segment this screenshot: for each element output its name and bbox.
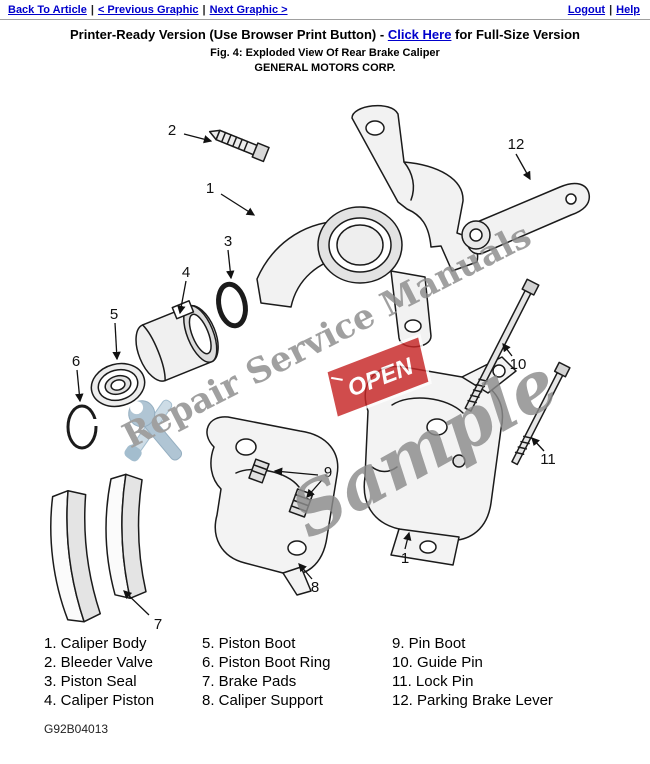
link-logout[interactable]: Logout bbox=[567, 4, 606, 16]
lock-pin-drawing bbox=[511, 361, 571, 466]
legend-item: 7. Brake Pads bbox=[202, 673, 297, 690]
callout-8: 8 bbox=[311, 579, 319, 596]
figure-caption: Fig. 4: Exploded View Of Rear Brake Cali… bbox=[210, 47, 440, 59]
legend-column-3: 9. Pin Boot 10. Guide Pin 11. Lock Pin 1… bbox=[392, 634, 553, 710]
separator: | bbox=[202, 4, 206, 16]
link-back-to-article[interactable]: Back To Article bbox=[8, 4, 87, 16]
brake-pads-drawing bbox=[50, 473, 147, 623]
legend-item: 5. Piston Boot bbox=[202, 635, 296, 652]
legend-column-1: 1. Caliper Body 2. Bleeder Valve 3. Pist… bbox=[44, 634, 202, 710]
callout-9: 9 bbox=[324, 464, 332, 481]
callout-1: 1 bbox=[206, 180, 214, 197]
link-previous-graphic[interactable]: < Previous Graphic bbox=[97, 4, 199, 16]
wrench-tool-icon bbox=[124, 399, 183, 462]
legend-item: 8. Caliper Support bbox=[202, 692, 323, 709]
divider bbox=[0, 19, 650, 20]
link-help[interactable]: Help bbox=[616, 4, 640, 16]
link-full-size-version[interactable]: Click Here bbox=[387, 27, 452, 42]
legend-item: 1. Caliper Body bbox=[44, 635, 147, 652]
piston-seal-drawing bbox=[216, 281, 248, 329]
exploded-view-diagram: 2 1 12 3 4 5 6 9 10 11 8 7 1 Repair Serv… bbox=[50, 104, 591, 633]
callout-5: 5 bbox=[110, 306, 118, 323]
callout-7: 7 bbox=[154, 616, 162, 633]
piston-boot-drawing bbox=[90, 362, 146, 408]
bleeder-valve-drawing bbox=[208, 129, 270, 163]
legend: 1. Caliper Body 2. Bleeder Valve 3. Pist… bbox=[0, 634, 650, 710]
leader-lines bbox=[75, 133, 545, 616]
separator: | bbox=[90, 4, 94, 16]
callout-11: 11 bbox=[540, 451, 556, 468]
callout-6: 6 bbox=[72, 353, 80, 370]
legend-item: 2. Bleeder Valve bbox=[44, 654, 153, 671]
legend-column-2: 5. Piston Boot 6. Piston Boot Ring 7. Br… bbox=[202, 634, 392, 710]
legend-item: 11. Lock Pin bbox=[392, 673, 474, 690]
nav-left: Back To Article|< Previous Graphic|Next … bbox=[8, 4, 288, 16]
top-nav: Back To Article|< Previous Graphic|Next … bbox=[0, 0, 650, 19]
legend-item: 6. Piston Boot Ring bbox=[202, 654, 331, 671]
separator: | bbox=[609, 4, 613, 16]
callout-3: 3 bbox=[224, 233, 232, 250]
legend-item: 4. Caliper Piston bbox=[44, 692, 155, 709]
callout-2: 2 bbox=[168, 122, 176, 139]
callout-10: 10 bbox=[510, 356, 527, 373]
legend-item: 9. Pin Boot bbox=[392, 635, 466, 652]
caliper-body-drawing bbox=[256, 104, 479, 348]
printer-ready-line: Printer-Ready Version (Use Browser Print… bbox=[0, 27, 650, 42]
legend-item: 10. Guide Pin bbox=[392, 654, 483, 671]
printer-ready-text: Printer-Ready Version (Use Browser Print… bbox=[69, 27, 388, 42]
callout-numbers: 2 1 12 3 4 5 6 9 10 11 8 7 1 bbox=[72, 122, 556, 633]
diagram-area: 2 1 12 3 4 5 6 9 10 11 8 7 1 Repair Serv… bbox=[0, 74, 650, 634]
guide-pin-drawing bbox=[464, 278, 540, 412]
figure-code: G92B04013 bbox=[44, 722, 109, 736]
printer-ready-text-suffix: for Full-Size Version bbox=[451, 27, 580, 42]
pin-boot-drawing bbox=[248, 458, 270, 484]
manufacturer-name: GENERAL MOTORS CORP. bbox=[254, 62, 396, 74]
callout-4: 4 bbox=[182, 264, 190, 281]
nav-right: Logout|Help bbox=[568, 4, 640, 16]
callout-1-assembled: 1 bbox=[401, 550, 409, 567]
link-next-graphic[interactable]: Next Graphic > bbox=[209, 4, 288, 16]
legend-item: 12. Parking Brake Lever bbox=[392, 692, 553, 709]
callout-12: 12 bbox=[508, 136, 525, 153]
parking-brake-lever-drawing bbox=[461, 182, 591, 255]
legend-item: 3. Piston Seal bbox=[44, 673, 137, 690]
caliper-support-drawing bbox=[206, 416, 339, 596]
piston-boot-ring-drawing bbox=[66, 404, 99, 450]
